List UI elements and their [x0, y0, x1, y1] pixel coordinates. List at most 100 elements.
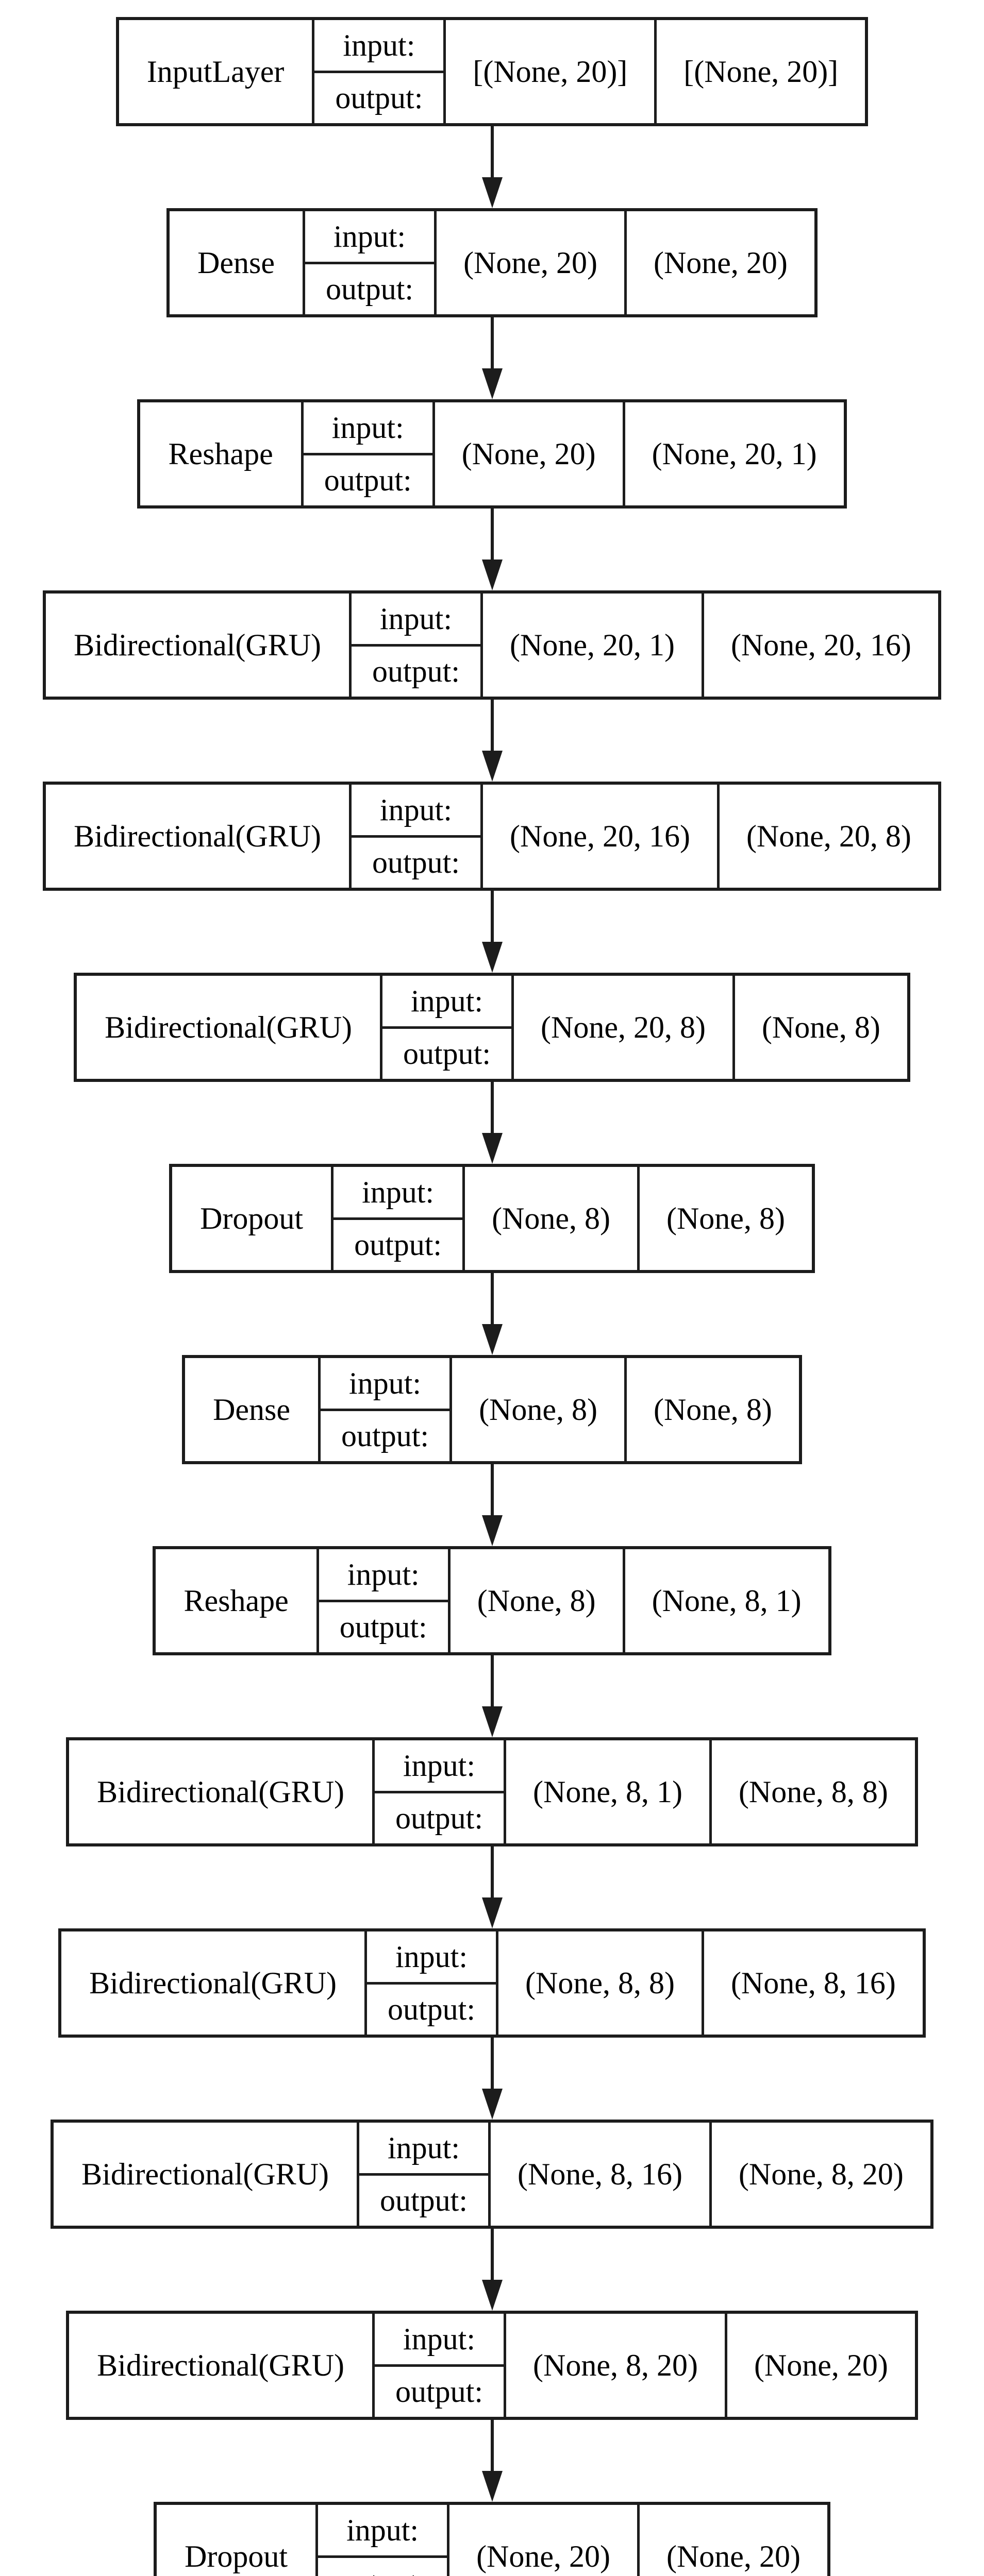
output-shape: (None, 20, 16): [701, 594, 938, 697]
layer-node-reshape-2: Reshape input: output: (None, 8) (None, …: [153, 1546, 831, 1655]
arrow-head-icon: [481, 1897, 503, 1928]
io-labels-cell: input: output:: [318, 1358, 450, 1462]
output-shape: (None, 8, 8): [709, 1740, 915, 1843]
output-shape: (None, 20, 1): [622, 402, 844, 505]
arrow-head-icon: [481, 2089, 503, 2120]
output-shape: (None, 20): [624, 211, 814, 314]
output-shape: (None, 8, 16): [701, 1931, 923, 2035]
arrow-line: [490, 1464, 494, 1515]
input-shape: [(None, 20)]: [443, 20, 654, 123]
arrow-head-icon: [481, 1133, 503, 1164]
output-label: output:: [375, 2364, 504, 2417]
input-label: input:: [347, 1557, 420, 1591]
layer-node-dropout-1: Dropout input: output: (None, 8) (None, …: [169, 1164, 815, 1273]
io-labels-cell: input: output:: [349, 594, 481, 697]
input-shape: (None, 8, 16): [488, 2123, 709, 2226]
arrow-head-icon: [481, 2280, 503, 2311]
output-label: output:: [375, 1790, 504, 1844]
arrow-head-icon: [481, 2471, 503, 2502]
output-label: output:: [333, 1217, 463, 1270]
input-label: input:: [349, 1366, 422, 1400]
layer-name: Bidirectional(GRU): [74, 628, 322, 662]
io-labels-cell: input: output:: [303, 211, 435, 315]
output-label: output:: [314, 70, 444, 124]
input-label: input:: [411, 984, 483, 1018]
arrow-head-icon: [481, 368, 503, 399]
layer-name: Dense: [197, 246, 275, 280]
input-label: input:: [380, 601, 453, 636]
output-label: output:: [305, 261, 435, 315]
arrow-head-icon: [481, 942, 503, 973]
output-label: output:: [319, 1599, 448, 1653]
output-label: output:: [318, 2555, 447, 2576]
input-shape: (None, 20): [432, 402, 623, 505]
output-label: output:: [367, 1981, 496, 2035]
layer-node-bidirectional-gru-6: Bidirectional(GRU) input: output: (None,…: [51, 2120, 933, 2229]
connector-arrow-down: [481, 891, 503, 973]
arrow-line: [490, 317, 494, 368]
output-label: output:: [303, 452, 432, 506]
input-label: input:: [388, 2130, 460, 2165]
connector-arrow-down: [481, 2229, 503, 2311]
output-label: output:: [352, 643, 481, 697]
input-shape: (None, 20, 8): [511, 976, 732, 1079]
arrow-head-icon: [481, 1515, 503, 1546]
output-shape: (None, 20): [724, 2314, 915, 2417]
input-shape: (None, 8): [462, 1167, 637, 1270]
connector-arrow-down: [481, 509, 503, 590]
input-label: input:: [343, 28, 415, 62]
input-label: input:: [333, 219, 406, 253]
input-shape: (None, 8, 1): [504, 1740, 709, 1843]
layer-node-dense-2: Dense input: output: (None, 8) (None, 8): [182, 1355, 802, 1464]
connector-arrow-down: [481, 1082, 503, 1164]
input-label: input:: [395, 1939, 468, 1974]
arrow-line: [490, 1273, 494, 1324]
connector-arrow-down: [481, 1273, 503, 1355]
input-shape: (None, 20, 1): [480, 594, 702, 697]
arrow-line: [490, 126, 494, 177]
input-shape: (None, 20): [434, 211, 624, 314]
layer-name: Bidirectional(GRU): [81, 2157, 329, 2191]
output-shape: [(None, 20)]: [654, 20, 865, 123]
input-label: input:: [331, 410, 404, 445]
arrow-line: [490, 1082, 494, 1133]
connector-arrow-down: [481, 317, 503, 399]
input-shape: (None, 8, 8): [496, 1931, 702, 2035]
layer-name: Dropout: [200, 1201, 304, 1235]
layer-name: Dense: [213, 1393, 291, 1427]
layer-node-bidirectional-gru-7: Bidirectional(GRU) input: output: (None,…: [66, 2311, 918, 2420]
arrow-line: [490, 2420, 494, 2471]
layer-node-reshape-1: Reshape input: output: (None, 20) (None,…: [137, 399, 847, 509]
arrow-head-icon: [481, 751, 503, 782]
layer-node-dense-1: Dense input: output: (None, 20) (None, 2…: [166, 208, 818, 317]
input-shape: (None, 8, 20): [504, 2314, 725, 2417]
input-label: input:: [362, 1175, 435, 1209]
io-labels-cell: input: output:: [357, 2123, 489, 2226]
layer-name: InputLayer: [146, 55, 285, 89]
arrow-line: [490, 1846, 494, 1897]
io-labels-cell: input: output:: [301, 402, 432, 505]
arrow-head-icon: [481, 1324, 503, 1355]
layer-name: Bidirectional(GRU): [97, 1775, 345, 1809]
output-shape: (None, 20): [637, 2505, 827, 2576]
io-labels-cell: input: output:: [364, 1931, 496, 2035]
arrow-line: [490, 2229, 494, 2280]
connector-arrow-down: [481, 2038, 503, 2120]
layer-node-dropout-2: Dropout input: output: (None, 20) (None,…: [154, 2502, 830, 2576]
connector-arrow-down: [481, 126, 503, 208]
layer-node-bidirectional-gru-5: Bidirectional(GRU) input: output: (None,…: [58, 1928, 926, 2038]
output-shape: (None, 8): [624, 1358, 799, 1461]
output-label: output:: [359, 2173, 489, 2226]
io-labels-cell: input: output:: [316, 1549, 448, 1652]
output-label: output:: [321, 1408, 450, 1462]
layer-node-bidirectional-gru-1: Bidirectional(GRU) input: output: (None,…: [43, 590, 941, 700]
output-shape: (None, 8, 1): [622, 1549, 828, 1652]
input-shape: (None, 20): [447, 2505, 637, 2576]
io-labels-cell: input: output:: [380, 976, 512, 1079]
arrow-line: [490, 891, 494, 942]
io-labels-cell: input: output:: [349, 785, 481, 888]
layer-name: Bidirectional(GRU): [89, 1966, 337, 2000]
output-label: output:: [382, 1026, 512, 1079]
io-labels-cell: input: output:: [331, 1167, 463, 1270]
